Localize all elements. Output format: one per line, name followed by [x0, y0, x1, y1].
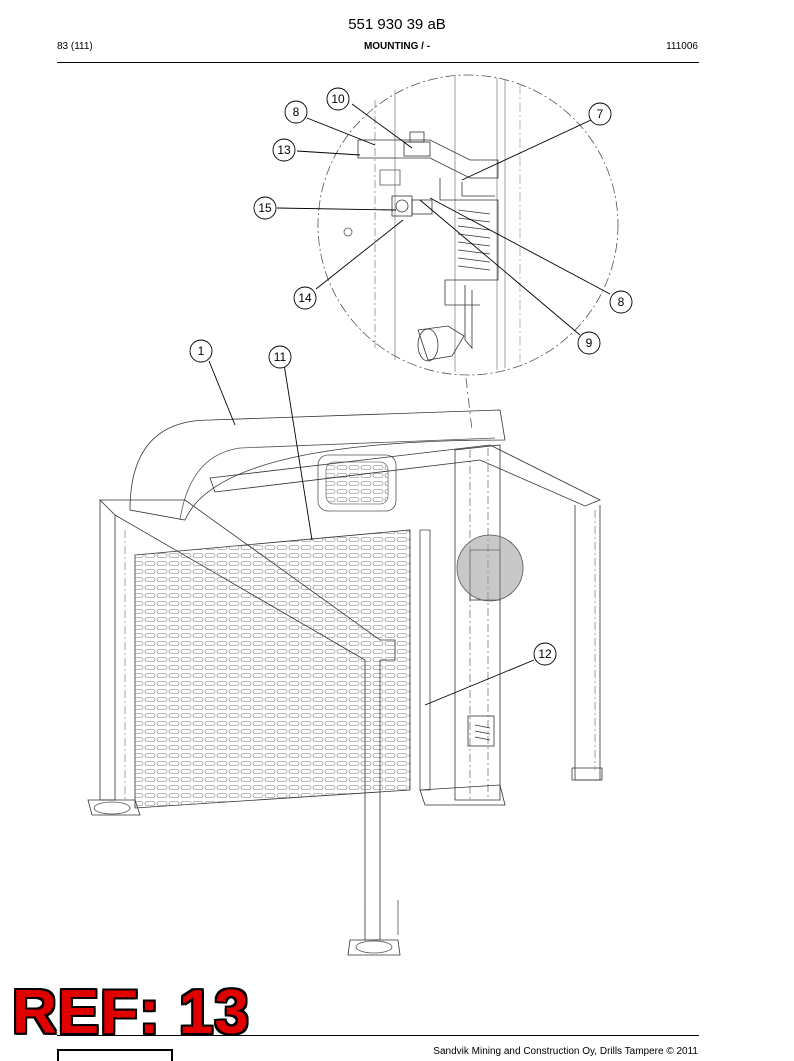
leader-11: [283, 363, 313, 541]
reference-stamp: REF: 13: [12, 978, 250, 1047]
callout-label-15: 15: [258, 201, 272, 215]
detail-marker: [456, 534, 524, 602]
leader-7: [461, 119, 592, 181]
leader-1: [208, 360, 236, 426]
callouts: [189, 87, 633, 666]
leader-12: [424, 659, 535, 706]
callout-12: [533, 642, 557, 666]
machine-assembly: [87, 409, 603, 956]
callout-1: [189, 339, 213, 363]
callout-7: [588, 102, 612, 126]
callout-15: [253, 196, 277, 220]
leader-13: [296, 150, 361, 156]
callout-13: [272, 138, 296, 162]
footer-rule: [57, 1035, 699, 1036]
callout-label-8-right: 8: [618, 295, 625, 309]
callout-label-10: 10: [331, 92, 345, 106]
callout-label-7: 7: [597, 107, 604, 121]
callout-14: [293, 286, 317, 310]
callout-label-14: 14: [298, 291, 312, 305]
leader-lines: [208, 103, 611, 706]
document-code: 111006: [666, 41, 698, 52]
section-title: MOUNTING / -: [363, 41, 431, 52]
leader-8-top: [306, 117, 376, 146]
callout-label-11: 11: [274, 350, 287, 364]
detail-view: [317, 74, 619, 376]
leader-15: [276, 207, 397, 211]
leader-9: [419, 199, 581, 336]
callout-8-top: [284, 100, 308, 124]
leader-14: [315, 219, 404, 290]
page-number: 83 (111): [57, 41, 93, 52]
leader-8-right: [429, 197, 611, 295]
callout-label-9: 9: [586, 336, 593, 350]
callout-label-8-top: 8: [293, 105, 300, 119]
callout-label-12: 12: [538, 647, 552, 661]
callout-label-1: 1: [198, 344, 205, 358]
callout-9: [577, 331, 601, 355]
callout-11: [268, 345, 292, 369]
footer-copyright: Sandvik Mining and Construction Oy, Dril…: [433, 1046, 698, 1057]
header-rule: [57, 62, 699, 63]
callout-8-right: [609, 290, 633, 314]
callout-label-13: 13: [277, 143, 291, 157]
company-logo: [57, 1049, 173, 1061]
leader-10: [351, 103, 413, 149]
document-number: 551 930 39 aB: [348, 16, 446, 33]
callout-10: [326, 87, 350, 111]
